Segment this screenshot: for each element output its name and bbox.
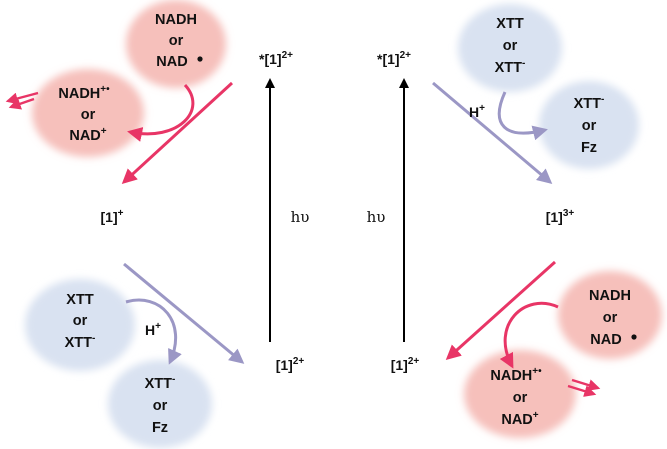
rb-product-line1: NADH+•	[490, 366, 542, 384]
reduced-species-label: [1]+	[101, 208, 124, 225]
rb-donor-line3: NAD	[590, 332, 621, 348]
radical-dot	[197, 56, 203, 62]
superscript: 2+	[400, 50, 412, 61]
hv-right-label: hυ	[367, 208, 386, 226]
rb-product-line3: NAD+	[501, 410, 538, 428]
oxidized-species-label: [1]3+	[546, 208, 575, 225]
rt-product-ellipse	[539, 81, 639, 169]
superscript: +	[155, 321, 161, 332]
rt-donor-line1: XTT	[496, 16, 524, 32]
superscript: 3+	[563, 208, 575, 219]
rt-donor-ellipse	[458, 4, 562, 92]
lt-donor-ellipse	[126, 0, 226, 88]
superscript: +	[118, 208, 124, 219]
lt-donor-line1: NADH	[155, 12, 197, 28]
superscript: -	[92, 333, 95, 344]
rt-curve-arrow	[497, 91, 548, 141]
lb-product-line1: XTT-	[145, 374, 176, 392]
rb-curve-arrow	[499, 301, 559, 369]
lt-product-ellipse	[32, 69, 144, 157]
lt-main-arrow	[121, 81, 234, 185]
excited-state-left-label: *[1]2+	[259, 50, 293, 67]
lb-curve-arrow	[125, 298, 182, 365]
rb-donor-line2: or	[603, 310, 618, 326]
rb-double-arrow-2	[567, 384, 597, 397]
rt-product-line1: XTT-	[574, 94, 605, 112]
rt-proton-label: H+	[469, 103, 485, 120]
lb-donor-line3: XTT-	[65, 333, 96, 351]
rt-main-arrow	[432, 81, 553, 184]
lt-donor-line3: NAD	[156, 54, 187, 70]
superscript: +	[479, 103, 485, 114]
rt-product-line3: Fz	[581, 140, 597, 156]
lt-product-line3: NAD+	[69, 126, 106, 144]
lb-main-arrow	[123, 262, 245, 364]
rb-main-arrow	[445, 260, 557, 361]
lb-product-ellipse	[108, 360, 212, 448]
excited-state-right-label: *[1]2+	[377, 50, 411, 67]
superscript: +•	[100, 84, 110, 95]
rb-product-ellipse	[464, 350, 576, 438]
rt-donor-line2: or	[503, 38, 518, 54]
hv-left-label: hυ	[291, 208, 310, 226]
rb-double-arrow-1	[571, 378, 601, 391]
lb-proton-label: H+	[145, 321, 161, 338]
lt-curve-arrow	[127, 83, 195, 142]
superscript: 2+	[282, 50, 294, 61]
superscript: 2+	[293, 356, 305, 367]
lb-donor-ellipse	[25, 279, 135, 371]
superscript: -	[172, 374, 175, 385]
radical-dot	[631, 334, 637, 340]
superscript: 2+	[408, 356, 420, 367]
superscript: -	[601, 94, 604, 105]
lb-donor-line2: or	[73, 313, 88, 329]
lt-double-arrow-2	[8, 97, 35, 110]
lb-donor-line1: XTT	[66, 292, 94, 308]
rt-donor-line3: XTT-	[495, 58, 526, 76]
superscript: +	[101, 126, 107, 137]
lt-donor-line2: or	[169, 33, 184, 49]
rb-donor-line1: NADH	[589, 288, 631, 304]
superscript: +	[533, 410, 539, 421]
superscript: +•	[532, 366, 542, 377]
rt-product-line2: or	[582, 118, 597, 134]
ground-state-right-label: [1]2+	[391, 356, 420, 373]
ground-state-left-label: [1]2+	[276, 356, 305, 373]
lt-product-line2: or	[81, 107, 96, 123]
lt-product-line1: NADH+•	[58, 84, 110, 102]
lb-product-line3: Fz	[152, 420, 168, 436]
rb-product-line2: or	[513, 390, 528, 406]
lb-product-line2: or	[153, 398, 168, 414]
superscript: -	[522, 58, 525, 69]
